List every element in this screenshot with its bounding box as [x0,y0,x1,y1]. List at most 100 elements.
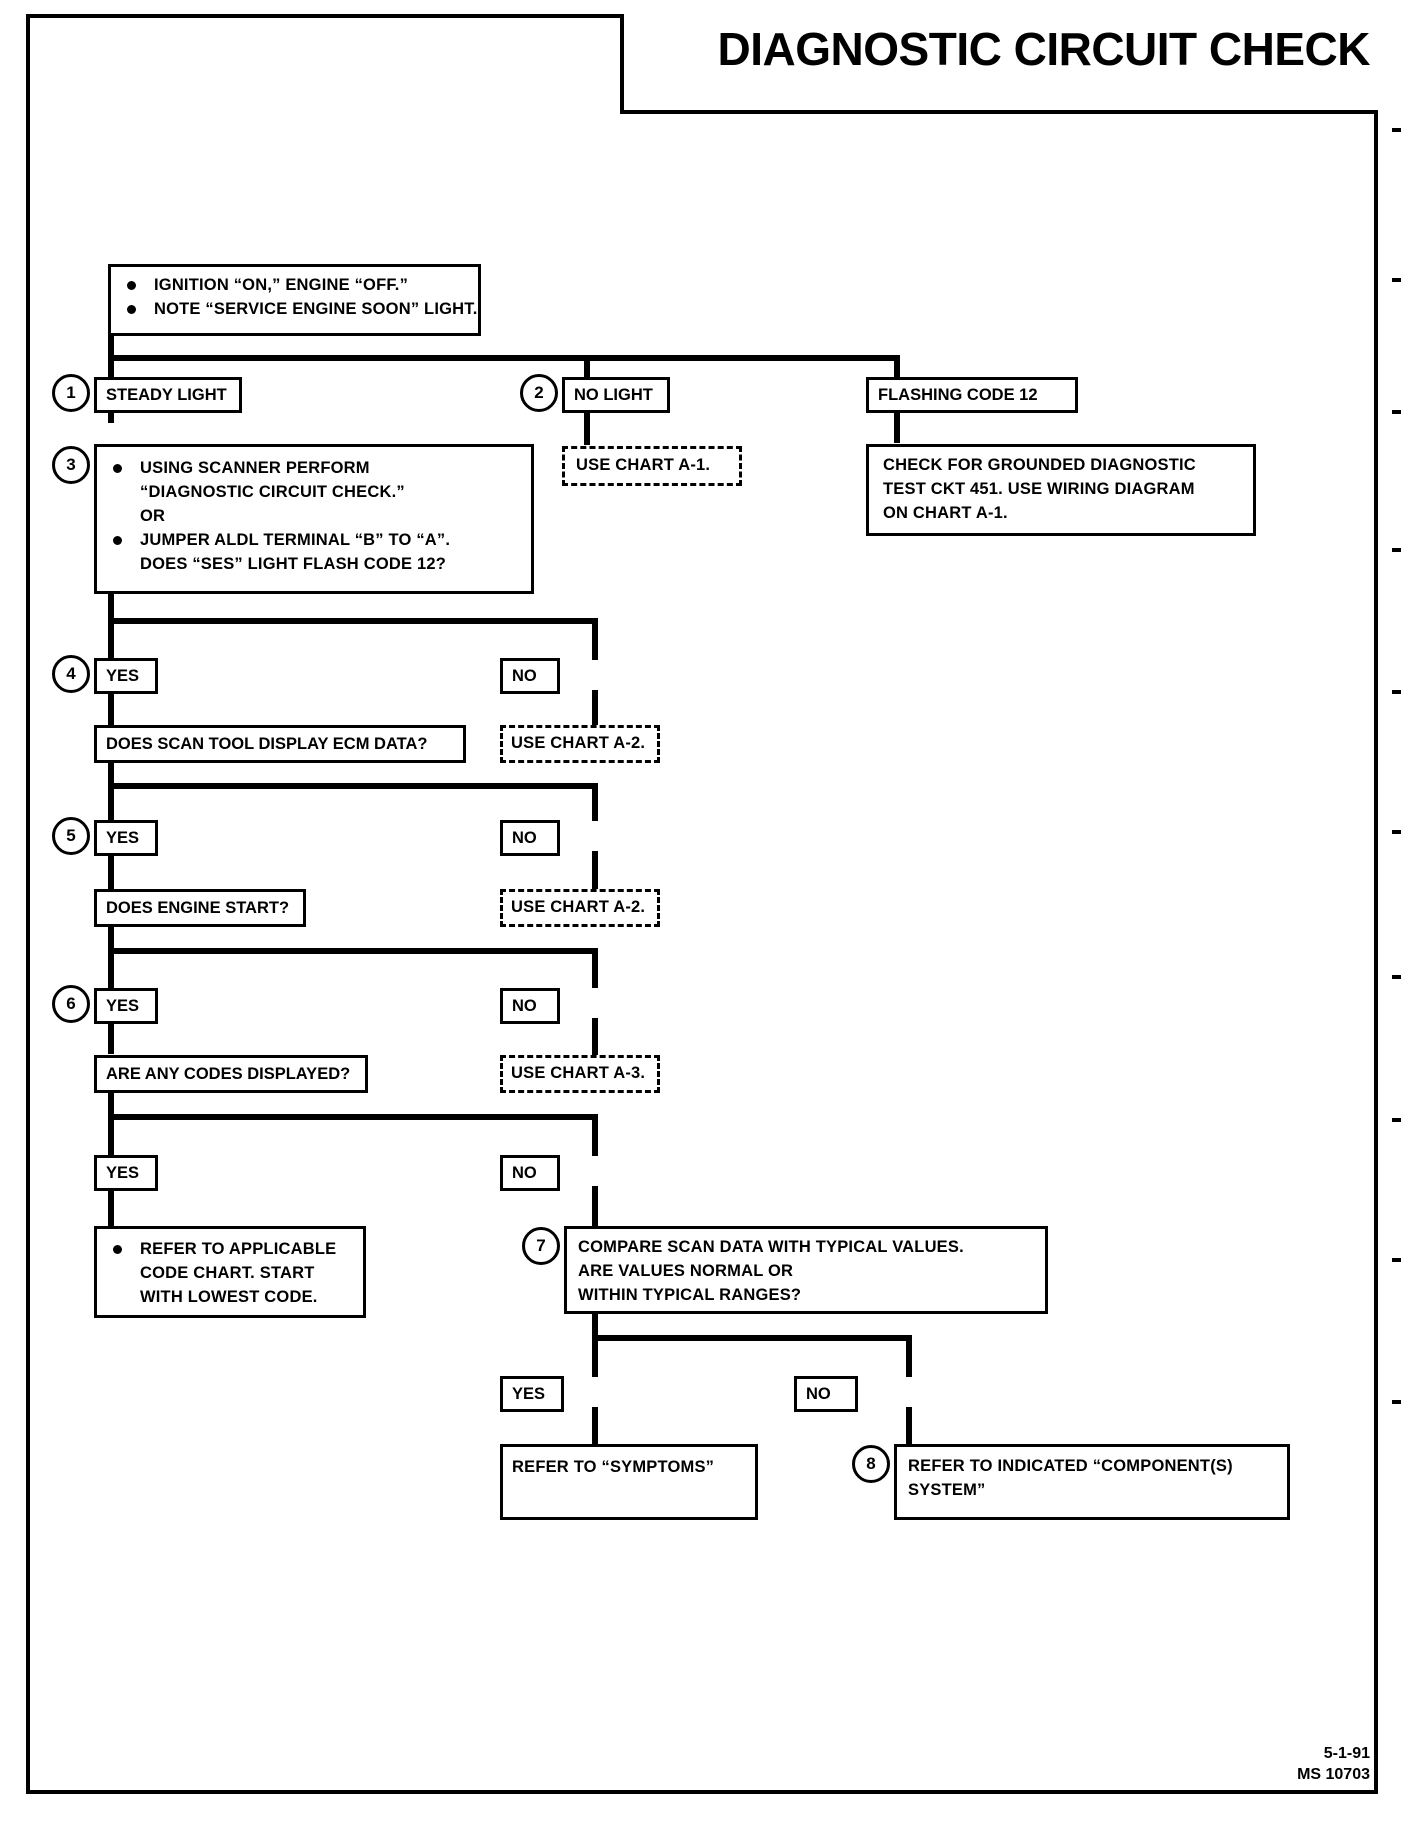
step-marker-7: 7 [522,1227,560,1265]
bullet-text: REFER TO APPLICABLE CODE CHART. START WI… [140,1238,353,1310]
node-label: NO [512,996,537,1015]
bullet-item: NOTE “SERVICE ENGINE SOON” LIGHT. [121,298,477,322]
node-flashing-code-12[interactable]: FLASHING CODE 12 [866,377,1078,413]
connector [108,948,114,988]
connector [108,851,114,889]
node-line: CHECK FOR GROUNDED DIAGNOSTIC [883,456,1196,474]
connector [108,1090,114,1120]
node-no-7[interactable]: NO [500,1155,560,1191]
node-steady-light[interactable]: STEADY LIGHT [94,377,242,413]
node-no-5[interactable]: NO [500,820,560,856]
connector [592,1335,598,1377]
edge-tick [1392,410,1401,414]
node-label: DOES SCAN TOOL DISPLAY ECM DATA? [106,734,428,753]
connector [592,618,598,660]
node-label: REFER TO “SYMPTOMS” [512,1458,715,1476]
node-label: USE CHART A-3. [511,1064,646,1083]
bullet-item: JUMPER ALDL TERMINAL “B” TO “A”. DOES “S… [107,529,521,577]
node-check-grounded-ckt[interactable]: CHECK FOR GROUNDED DIAGNOSTIC TEST CKT 4… [866,444,1256,536]
bullet-item: USING SCANNER PERFORM “DIAGNOSTIC CIRCUI… [107,457,521,505]
node-refer-code-chart[interactable]: REFER TO APPLICABLE CODE CHART. START WI… [94,1226,366,1318]
connector [108,1114,114,1156]
footer-code: MS 10703 [1297,1766,1370,1784]
node-line-or: OR [140,506,166,525]
node-label: YES [106,828,140,847]
node-no-8[interactable]: NO [794,1376,858,1412]
node-no-light[interactable]: NO LIGHT [562,377,670,413]
connector [108,948,598,954]
connector [592,1407,598,1445]
bullet-item: REFER TO APPLICABLE CODE CHART. START WI… [107,1238,353,1310]
node-yes-5[interactable]: YES [94,820,158,856]
bullet-dot-icon [113,1245,122,1254]
node-does-engine-start[interactable]: DOES ENGINE START? [94,889,306,927]
node-use-chart-a2-second[interactable]: USE CHART A-2. [500,889,660,927]
connector [108,690,114,726]
node-label: YES [106,996,140,1015]
connector [108,783,598,789]
node-yes-4[interactable]: YES [94,658,158,694]
connector [592,1335,912,1341]
page-title: DIAGNOSTIC CIRCUIT CHECK [717,23,1371,75]
edge-tick [1392,830,1401,834]
node-use-chart-a3[interactable]: USE CHART A-3. [500,1055,660,1093]
node-line: ON CHART A-1. [883,503,1008,522]
connector [108,1114,598,1120]
connector [108,783,114,821]
edge-tick [1392,548,1401,552]
bullet-dot-icon [127,304,136,314]
connector [584,355,590,385]
node-line: USING SCANNER PERFORM [140,459,370,477]
node-compare-scan-data[interactable]: COMPARE SCAN DATA WITH TYPICAL VALUES. A… [564,1226,1048,1314]
edge-tick [1392,278,1401,282]
connector [592,783,598,821]
node-scanner-perform[interactable]: USING SCANNER PERFORM “DIAGNOSTIC CIRCUI… [94,444,534,594]
node-label: NO [512,666,537,685]
bullet-text: USING SCANNER PERFORM “DIAGNOSTIC CIRCUI… [140,457,521,505]
connector [592,1018,598,1062]
node-line: REFER TO INDICATED “COMPONENT(S) [908,1457,1233,1475]
connector [108,335,114,360]
bullet-dot-icon [113,535,122,545]
edge-tick [1392,1258,1401,1262]
node-no-4[interactable]: NO [500,658,560,694]
title-box [620,14,1378,114]
edge-tick [1392,1400,1401,1404]
step-marker-1: 1 [52,374,90,412]
node-use-chart-a2-first[interactable]: USE CHART A-2. [500,725,660,763]
bullet-text: IGNITION “ON,” ENGINE “OFF.” [154,276,409,294]
connector [894,355,900,385]
connector [108,618,114,660]
node-refer-symptoms[interactable]: REFER TO “SYMPTOMS” [500,1444,758,1520]
bullet-text: NOTE “SERVICE ENGINE SOON” LIGHT. [154,299,478,318]
node-start[interactable]: IGNITION “ON,” ENGINE “OFF.” NOTE “SERVI… [108,264,481,336]
node-line: WITHIN TYPICAL RANGES? [578,1285,802,1304]
node-line: JUMPER ALDL TERMINAL “B” TO “A”. [140,530,451,549]
edge-tick [1392,128,1401,132]
node-use-chart-a1[interactable]: USE CHART A-1. [562,446,742,486]
node-label: USE CHART A-2. [511,734,646,753]
node-refer-component-system[interactable]: REFER TO INDICATED “COMPONENT(S) SYSTEM” [894,1444,1290,1520]
node-any-codes-displayed[interactable]: ARE ANY CODES DISPLAYED? [94,1055,368,1093]
step-marker-6: 6 [52,985,90,1023]
node-no-6[interactable]: NO [500,988,560,1024]
connector [108,926,114,954]
node-yes-7[interactable]: YES [94,1155,158,1191]
connector [108,1186,114,1226]
step-marker-4: 4 [52,655,90,693]
edge-tick [1392,1118,1401,1122]
connector [592,948,598,988]
node-line: ARE VALUES NORMAL OR [578,1261,794,1280]
node-label: USE CHART A-2. [511,898,646,917]
node-label: YES [512,1384,546,1403]
connector [592,1114,598,1156]
node-yes-8[interactable]: YES [500,1376,564,1412]
connector [108,618,598,624]
connector [108,759,114,789]
connector [592,690,598,726]
node-scan-tool-ecm-data[interactable]: DOES SCAN TOOL DISPLAY ECM DATA? [94,725,466,763]
bullet-text: JUMPER ALDL TERMINAL “B” TO “A”. DOES “S… [140,529,521,577]
node-yes-6[interactable]: YES [94,988,158,1024]
step-marker-2: 2 [520,374,558,412]
